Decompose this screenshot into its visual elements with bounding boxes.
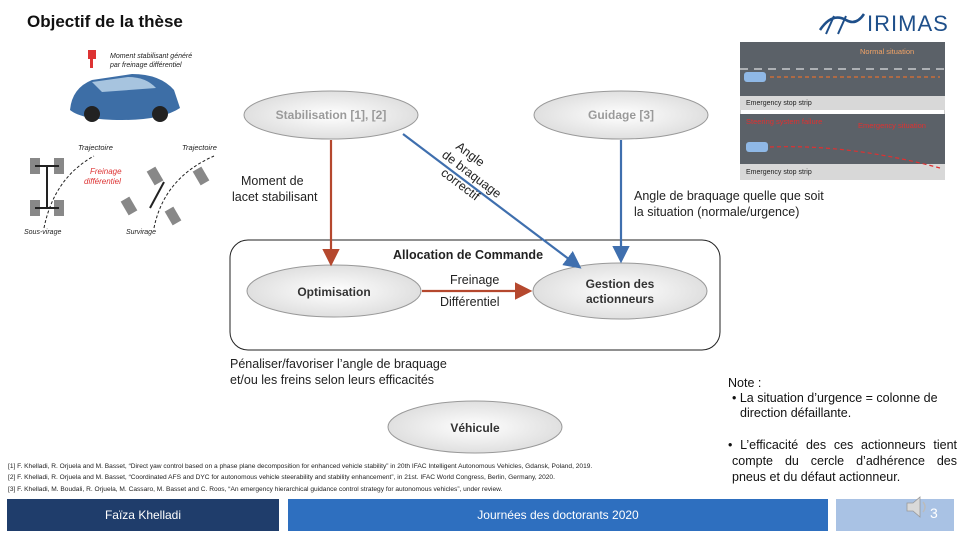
angle-any-label-2: la situation (normale/urgence): [634, 205, 799, 219]
optimisation-label: Optimisation: [297, 285, 370, 299]
note-block: Note : • La situation d’urgence = colonn…: [728, 376, 953, 421]
car-caption-2: par freinage différentiel: [109, 62, 182, 69]
situation-strip-2: Emergency stop strip: [746, 169, 812, 176]
angle-any-label-1: Angle de braquage quelle que soit: [634, 189, 824, 203]
gestion-label-1: Gestion des: [586, 277, 655, 291]
vehicule-ellipse: [387, 400, 563, 454]
freinage-label: Freinage: [450, 273, 499, 287]
allocation-label: Allocation de Commande: [393, 248, 543, 262]
situation-normal: Normal situation: [860, 47, 914, 56]
penaliser-label-1: Pénaliser/favoriser l’angle de braquage: [230, 357, 447, 371]
reference-1: [1] F. Khelladi, R. Orjuela and M. Basse…: [8, 463, 593, 470]
stabilisation-ellipse: [243, 90, 419, 140]
angle-correctif-label: Angle de braquage correctif: [438, 139, 504, 204]
reference-3: [3] F. Khelladi, M. Boudali, R. Orjuela,…: [8, 485, 503, 493]
arrow-angle-correctif: [402, 133, 582, 269]
speaker-icon[interactable]: [905, 494, 929, 520]
schema-sous-virage: Sous-virage: [24, 229, 61, 236]
situation-emergency: Emergency situation: [858, 121, 926, 130]
note-heading: Note :: [728, 376, 762, 390]
guidage-label: Guidage [3]: [588, 108, 654, 122]
moment-label-1: Moment de: [241, 174, 304, 188]
schema-freinage: Freinage: [90, 167, 122, 176]
guidage-ellipse: [533, 90, 709, 140]
schema-differentiel: différentiel: [84, 177, 121, 186]
logo-text: IRIMAS: [867, 11, 949, 36]
logo-mark-icon: [818, 13, 866, 35]
page-number: 3: [930, 505, 938, 521]
page-title: Objectif de la thèse: [27, 12, 183, 31]
footer-author: Faïza Khelladi: [7, 499, 279, 531]
situation-steering-failure: Steering system failure: [746, 117, 822, 126]
brake-arrow-icon: [88, 50, 96, 59]
vehicule-label: Véhicule: [450, 421, 500, 435]
irimas-logo: IRIMAS: [812, 6, 960, 40]
situation-strip-1: Emergency stop strip: [746, 100, 812, 107]
vehicle-schema: Trajectoire Trajectoire Freinage différe…: [24, 143, 217, 236]
gestion-ellipse: [532, 262, 708, 320]
footer-right-band: [836, 499, 954, 531]
references: [1] F. Khelladi, R. Orjuela and M. Basse…: [8, 461, 688, 495]
schema-survirage: Survirage: [126, 229, 156, 236]
allocation-box: [229, 239, 721, 351]
footer-event: Journées des doctorants 2020: [288, 499, 828, 531]
situations-illustration: Normal situation Emergency stop strip St…: [740, 42, 945, 180]
car-photo: Moment stabilisant généré par freinage d…: [70, 50, 192, 122]
moment-label-2: lacet stabilisant: [232, 190, 318, 204]
differentiel-label: Différentiel: [440, 295, 500, 309]
schema-traj-right: Trajectoire: [182, 143, 217, 152]
car-caption-1: Moment stabilisant généré: [110, 53, 192, 60]
note-item-1: • La situation d’urgence = colonne de di…: [732, 391, 938, 420]
note-item-2: • L’efficacité des ces actionneurs tient…: [728, 438, 957, 484]
schema-traj-left: Trajectoire: [78, 143, 113, 152]
reference-2: [2] F. Khelladi, R. Orjuela and M. Basse…: [8, 474, 555, 482]
stabilisation-label: Stabilisation [1], [2]: [276, 108, 387, 122]
penaliser-label-2: et/ou les freins selon leurs efficacités: [230, 373, 434, 387]
gestion-label-2: actionneurs: [586, 292, 654, 306]
